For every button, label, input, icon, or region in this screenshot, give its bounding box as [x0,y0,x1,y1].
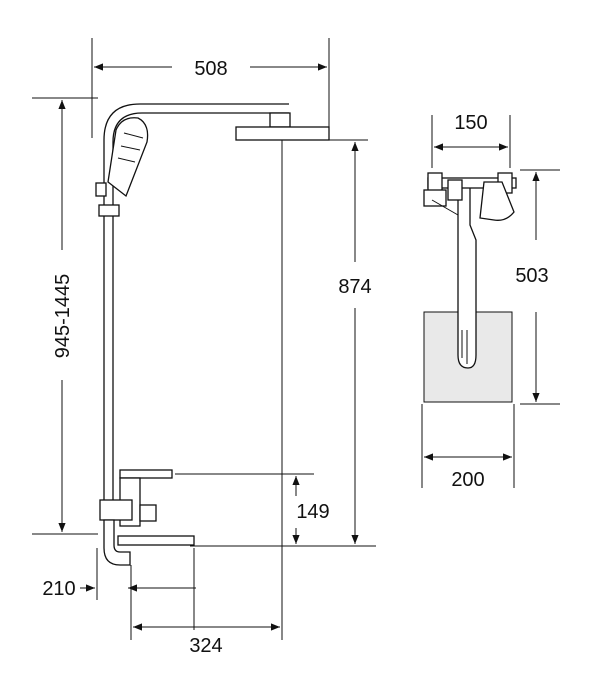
side-dimensions: 150 503 200 [421,112,560,491]
side-handle [479,181,515,221]
side-riser-pipe [457,179,477,369]
rain-shower-head-connector [269,112,291,128]
dim-head-height: 874 [338,276,371,298]
side-connector [447,179,463,201]
dim-height-range: 945-1445 [52,274,74,359]
dim-bar-reach: 324 [189,635,222,657]
dim-spout-reach: 210 [42,578,75,600]
wall-elbow [103,519,131,566]
mixer-lever [119,469,173,479]
slide-holder [98,204,120,217]
mixer-valve [99,499,133,521]
front-dimensions: 508 945-1445 874 149 210 324 [32,38,376,657]
front-view [95,103,330,566]
dim-side-height: 503 [515,265,548,287]
dim-base-width: 200 [451,469,484,491]
dim-overall-width: 508 [194,58,227,80]
mixer-knob [139,504,157,522]
side-view [423,172,517,403]
riser-pipe [103,103,289,520]
hook [95,182,107,197]
hand-shower [107,117,149,198]
dim-mixer-height: 149 [296,501,329,523]
dim-top-width: 150 [454,112,487,134]
bath-spout [117,535,195,546]
riser-pipe-inner [112,112,289,520]
side-left-cap [423,189,447,207]
rain-shower-head [235,126,330,141]
